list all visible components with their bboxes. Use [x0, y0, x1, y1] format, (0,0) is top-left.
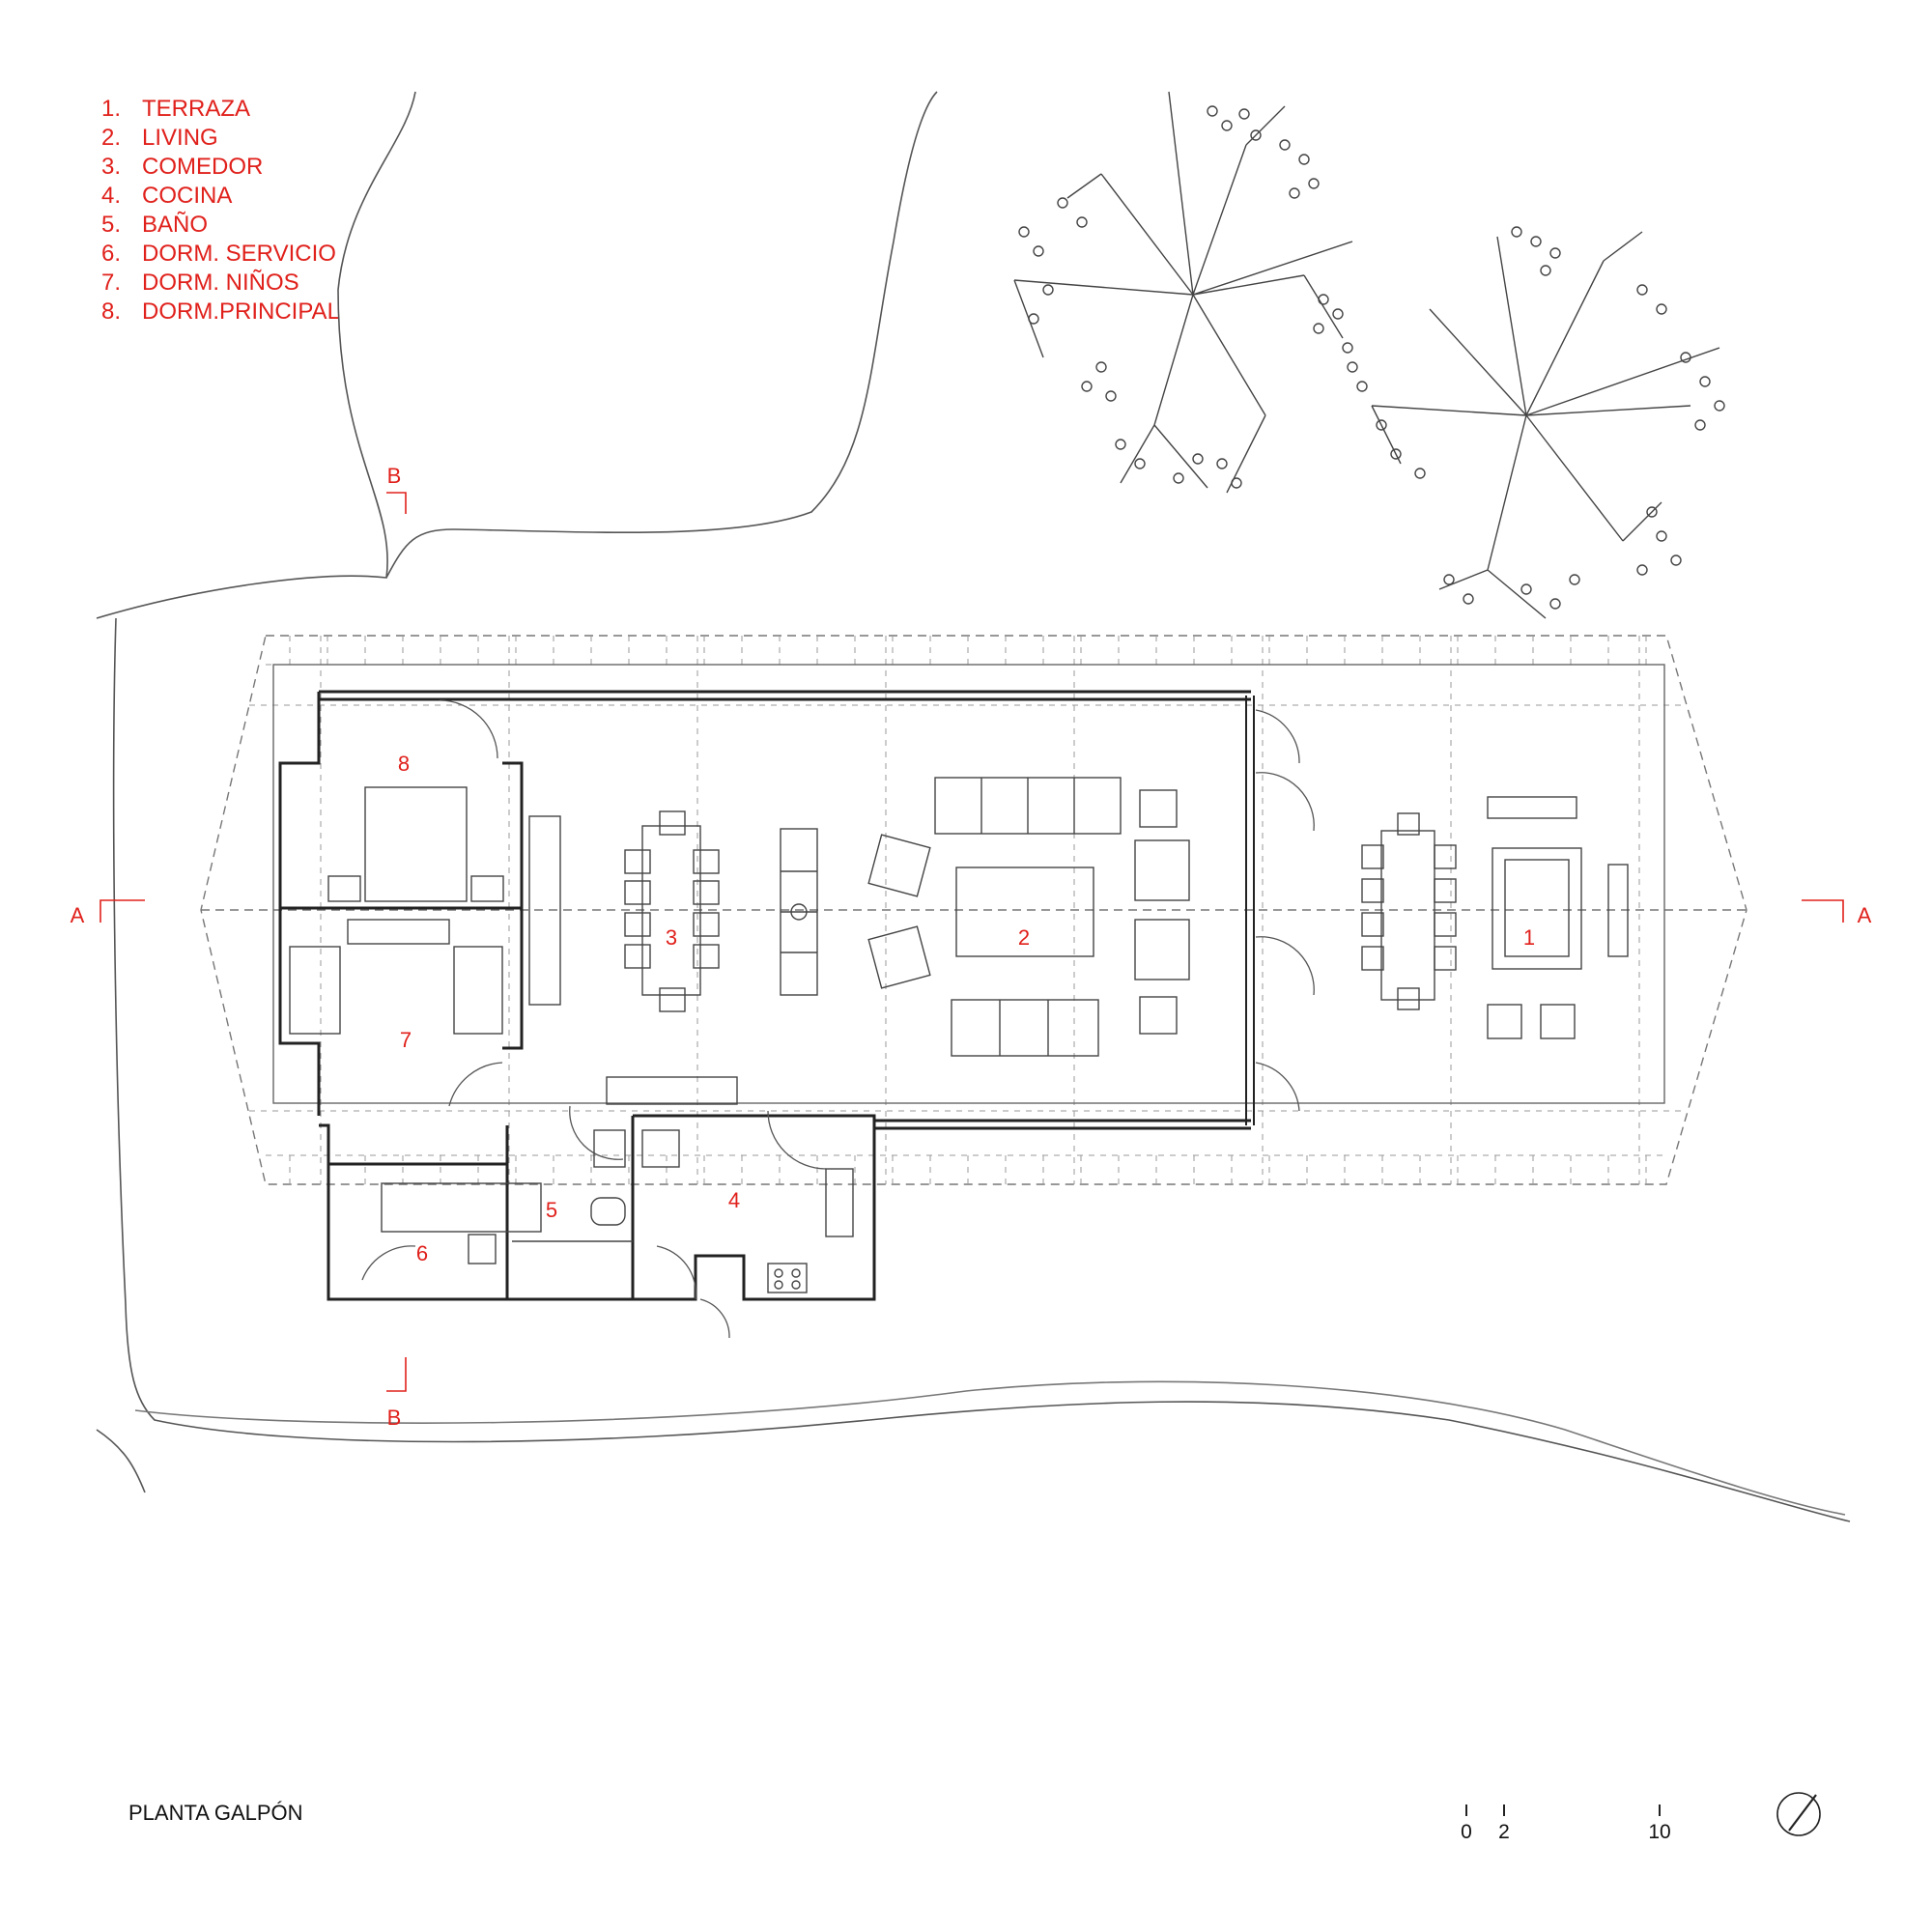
legend-num: 8. — [101, 298, 122, 325]
legend-item: 6. DORM. SERVICIO — [101, 240, 340, 269]
legend-num: 7. — [101, 270, 122, 296]
room-number: 6 — [416, 1241, 428, 1265]
room-number: 3 — [666, 925, 677, 950]
legend-item: 8. DORM.PRINCIPAL — [101, 298, 340, 327]
tree-icon — [1347, 226, 1725, 619]
section-label-b: B — [387, 464, 402, 488]
legend-item: 3. COMEDOR — [101, 153, 340, 182]
section-label-a: A — [71, 903, 85, 927]
legend-label: LIVING — [142, 125, 218, 151]
legend-label: COCINA — [142, 183, 233, 209]
legend-item: 4. COCINA — [101, 182, 340, 211]
room-number: 8 — [398, 752, 410, 776]
roof-outline — [200, 635, 1747, 1185]
legend-item: 7. DORM. NIÑOS — [101, 269, 340, 298]
furniture — [289, 777, 1629, 1293]
legend-label: COMEDOR — [142, 154, 264, 180]
legend-label: BAÑO — [142, 212, 209, 238]
section-label-a: A — [1858, 903, 1872, 927]
legend-label: DORM. SERVICIO — [142, 241, 336, 267]
room-legend: 1. TERRAZA 2. LIVING 3. COMEDOR 4. COCINA 5.… — [101, 95, 340, 327]
scale-tick-label: 2 — [1498, 1821, 1510, 1843]
scale-bar — [1465, 1804, 1661, 1816]
section-label-b: B — [387, 1406, 402, 1430]
room-number: 2 — [1018, 925, 1030, 950]
legend-label: DORM. NIÑOS — [142, 270, 299, 296]
legend-num: 2. — [101, 125, 122, 151]
drawing-title: PLANTA GALPÓN — [128, 1801, 303, 1825]
legend-item: 5. BAÑO — [101, 211, 340, 240]
room-number: 1 — [1523, 925, 1535, 950]
room-number: 7 — [400, 1028, 412, 1052]
legend-item: 2. LIVING — [101, 124, 340, 153]
legend-num: 3. — [101, 154, 122, 180]
legend-num: 4. — [101, 183, 122, 209]
room-number: 4 — [728, 1188, 740, 1212]
terrain-contours — [96, 91, 1851, 1522]
legend-num: 5. — [101, 212, 122, 238]
scale-tick-label: 10 — [1648, 1821, 1670, 1843]
section-marks — [99, 492, 1844, 1392]
legend-label: DORM.PRINCIPAL — [142, 298, 340, 325]
room-numbers: 1 2 3 4 5 6 7 8 — [398, 752, 1535, 1265]
legend-num: 6. — [101, 241, 122, 267]
tree-icon — [1013, 91, 1353, 494]
legend-item: 1. TERRAZA — [101, 95, 340, 124]
main-hall-walls — [272, 664, 1665, 1130]
legend-label: TERRAZA — [142, 96, 251, 122]
north-arrow-icon — [1776, 1792, 1821, 1836]
room-number: 5 — [546, 1198, 557, 1222]
scale-tick-label: 0 — [1461, 1821, 1472, 1843]
bedroom-wing-walls — [278, 692, 876, 1301]
legend-num: 1. — [101, 96, 122, 122]
door-swings — [361, 699, 1315, 1339]
